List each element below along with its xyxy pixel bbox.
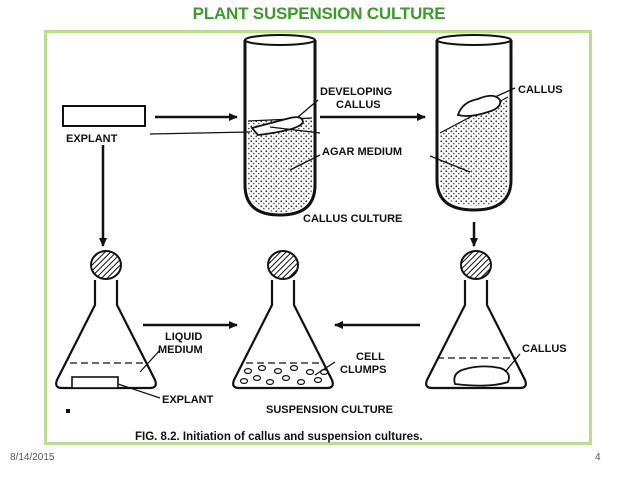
- label-developing-callus-2: CALLUS: [336, 99, 381, 111]
- cell-clumps: [239, 365, 329, 386]
- leader-agar-medium-2: [429, 155, 471, 173]
- label-liquid-medium-2: MEDIUM: [158, 344, 203, 356]
- figure-caption: FIG. 8.2. Initiation of callus and suspe…: [135, 431, 423, 443]
- leader-explant-top-2: [149, 131, 251, 135]
- explant-piece-top: [62, 105, 146, 127]
- callus-mass-top: [456, 94, 502, 117]
- label-explant-bottom: EXPLANT: [162, 394, 214, 406]
- leader-explant-bottom: [117, 383, 161, 399]
- footer-date: 8/14/2015: [10, 452, 55, 463]
- test-tube-callus: [435, 34, 513, 212]
- label-explant-top: EXPLANT: [66, 133, 118, 145]
- label-developing-callus-1: DEVELOPING: [320, 86, 392, 98]
- developing-callus-piece: [250, 116, 304, 136]
- label-cell-clumps-2: CLUMPS: [340, 364, 386, 376]
- label-agar-medium: AGAR MEDIUM: [322, 146, 402, 158]
- callus-mass-bottom: [453, 365, 510, 387]
- slide-title: PLANT SUSPENSION CULTURE: [192, 4, 446, 23]
- label-callus-bottom: CALLUS: [522, 343, 567, 355]
- footer-page-number: 4: [595, 452, 601, 463]
- flask-explant-liquid: [55, 250, 157, 390]
- bullet-mark: [66, 409, 70, 413]
- leader-developing-callus: [297, 99, 319, 118]
- label-callus-top: CALLUS: [518, 84, 563, 96]
- label-suspension-culture: SUSPENSION CULTURE: [266, 404, 393, 416]
- label-cell-clumps-1: CELL: [356, 351, 385, 363]
- leader-explant-top: [269, 126, 321, 134]
- leader-liquid-medium: [139, 349, 161, 373]
- leader-callus-bottom: [504, 353, 521, 373]
- label-liquid-medium-1: LIQUID: [165, 331, 202, 343]
- leader-agar-medium-1: [289, 154, 321, 171]
- test-tube-developing-callus: [243, 34, 317, 217]
- label-callus-culture: CALLUS CULTURE: [303, 213, 402, 225]
- flask-callus-liquid: [425, 250, 527, 390]
- leader-callus-top: [494, 87, 516, 98]
- explant-piece-bottom: [71, 376, 119, 389]
- leader-cell-clumps: [314, 361, 336, 376]
- flask-suspension: [232, 250, 334, 390]
